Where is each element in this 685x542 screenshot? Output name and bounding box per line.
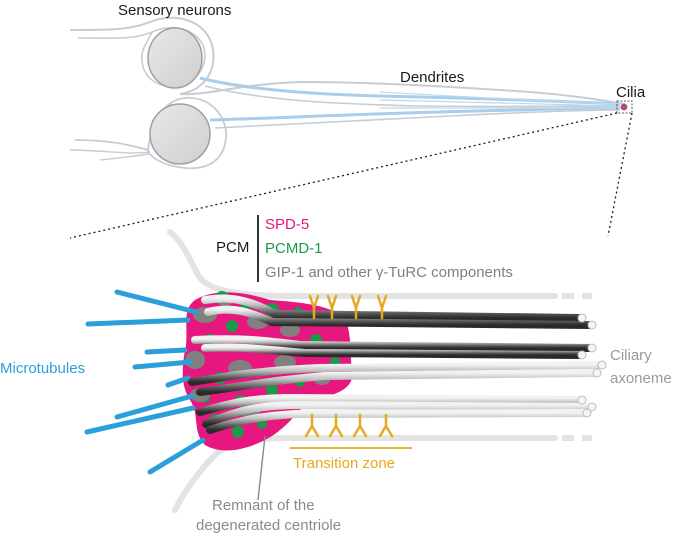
label-remnant-1: Remnant of the bbox=[212, 497, 315, 514]
text-labels: Sensory neurons Dendrites Cilia PCM SPD-… bbox=[0, 2, 672, 534]
axoneme-rod-tips bbox=[577, 313, 607, 418]
zoom-line-left bbox=[69, 112, 618, 239]
label-spd5: SPD-5 bbox=[265, 216, 309, 233]
axoneme-rod-7 bbox=[196, 393, 584, 416]
label-microtubules: Microtubules bbox=[0, 360, 85, 377]
microtubule-2 bbox=[85, 317, 191, 327]
microtubule-5 bbox=[165, 375, 191, 388]
axoneme-rod-1 bbox=[201, 294, 584, 322]
axoneme-rod-6 bbox=[196, 369, 599, 396]
cilia-tip bbox=[620, 103, 628, 111]
upper-neuron-membrane bbox=[69, 16, 626, 105]
upper-dendrite-edge bbox=[204, 85, 621, 108]
microtubule-7 bbox=[84, 405, 196, 435]
lower-soma bbox=[149, 103, 211, 165]
microtubule-1 bbox=[114, 289, 199, 315]
microtubule-3 bbox=[144, 347, 188, 355]
remnant-pointer bbox=[257, 435, 266, 501]
neuron-illustration bbox=[69, 16, 633, 170]
ciliary-membrane-upper bbox=[167, 229, 558, 299]
ciliary-membrane-lower bbox=[172, 435, 558, 513]
axoneme-rod-5 bbox=[188, 361, 604, 386]
microtubules-group bbox=[84, 289, 206, 475]
label-pcmd1: PCMD-1 bbox=[265, 240, 323, 257]
zoom-line-right bbox=[607, 112, 633, 237]
lower-dendrite-edge bbox=[214, 109, 621, 129]
axoneme-rod-3 bbox=[191, 335, 594, 352]
axoneme-rod-9 bbox=[206, 409, 589, 434]
microtubule-4 bbox=[132, 359, 193, 370]
microtubule-6 bbox=[114, 393, 195, 420]
axoneme-rod-2 bbox=[204, 305, 594, 329]
upper-neuron-membrane-inner bbox=[77, 26, 206, 87]
upper-soma bbox=[147, 27, 203, 89]
label-cilia: Cilia bbox=[616, 84, 646, 101]
label-dendrites: Dendrites bbox=[400, 69, 464, 86]
axoneme-rod-8 bbox=[202, 400, 594, 428]
label-sensory-neurons: Sensory neurons bbox=[118, 2, 231, 19]
label-transition-zone: Transition zone bbox=[293, 455, 395, 472]
label-ciliary-axoneme-2: axoneme bbox=[610, 370, 672, 387]
label-gip1: GIP-1 and other γ-TuRC components bbox=[265, 264, 513, 281]
cilia-zoom-box bbox=[616, 100, 633, 114]
lower-neuron-membrane bbox=[74, 97, 228, 170]
cilium-detail bbox=[84, 215, 607, 513]
transition-zone-ylinks-lower bbox=[304, 413, 394, 438]
dendrite-bundle bbox=[379, 91, 621, 109]
transition-zone-ylinks-upper bbox=[308, 294, 388, 320]
axoneme-rod-4 bbox=[201, 343, 584, 359]
lower-axon bbox=[69, 149, 151, 161]
microtubule-8 bbox=[147, 437, 206, 475]
label-pcm: PCM bbox=[216, 239, 249, 256]
label-remnant-2: degenerated centriole bbox=[196, 517, 341, 534]
axoneme-rods bbox=[188, 294, 604, 434]
label-ciliary-axoneme-1: Ciliary bbox=[610, 347, 652, 364]
